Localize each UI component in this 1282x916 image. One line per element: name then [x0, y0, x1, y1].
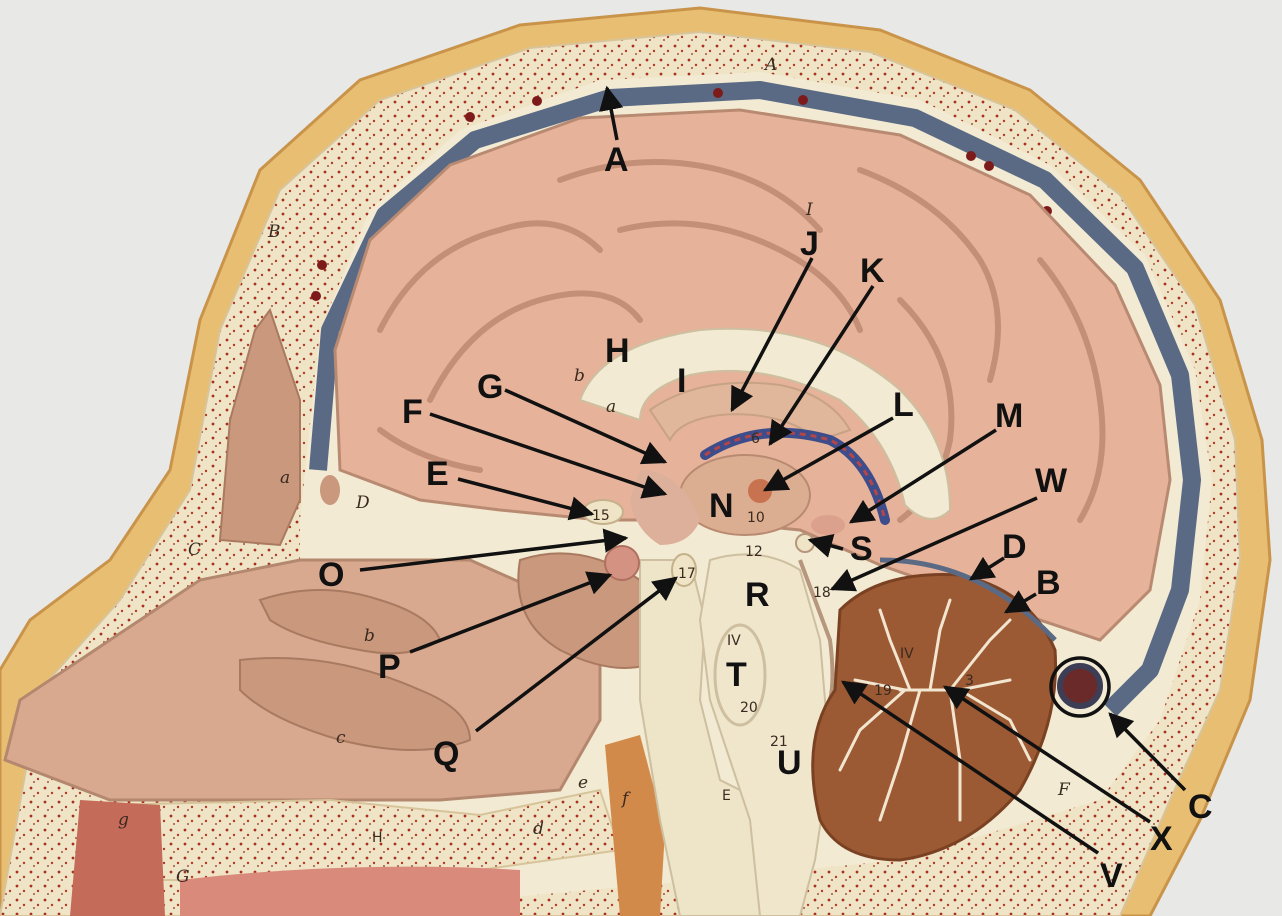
cerebral-aqueduct	[798, 559, 835, 701]
mammillary-body	[671, 553, 697, 587]
mark-twenty: 20	[740, 700, 758, 716]
mark-twelve: 12	[745, 544, 763, 560]
superior-colliculus	[811, 515, 845, 535]
mark-g-lip: g	[118, 810, 129, 830]
label-a: A	[604, 141, 629, 179]
label-m: M	[995, 397, 1023, 435]
arrow-w	[829, 496, 1038, 592]
mark-a-top: A	[763, 55, 777, 75]
mark-b-skull: B	[267, 222, 281, 242]
label-v: V	[1100, 857, 1123, 895]
lip	[70, 800, 165, 916]
pons	[713, 623, 767, 727]
label-w: W	[1035, 462, 1068, 500]
label-o: O	[318, 556, 344, 594]
label-t: T	[726, 656, 747, 694]
label-c: C	[1188, 788, 1213, 826]
arrow-x	[942, 685, 1151, 824]
tongue	[180, 866, 520, 916]
mark-seventeen: 17	[678, 566, 696, 582]
arrow-c	[1108, 712, 1187, 792]
frontal-sinus	[218, 307, 301, 547]
label-e: E	[426, 455, 449, 493]
pharynx-muscle	[605, 735, 665, 916]
label-j: J	[800, 225, 819, 263]
mark-b-nose: b	[364, 626, 375, 646]
mark-h-palate: H	[372, 830, 383, 846]
arrow-d	[968, 556, 1005, 581]
label-s: S	[850, 530, 873, 568]
mark-eighteen: 18	[813, 585, 831, 601]
label-g: G	[477, 368, 503, 406]
arrow-j	[730, 257, 814, 413]
arrow-e	[457, 477, 595, 521]
arrow-g	[504, 388, 668, 465]
mark-a-sinus: a	[280, 468, 290, 488]
label-b: B	[1036, 564, 1061, 602]
label-r: R	[745, 576, 770, 614]
label-l: L	[893, 386, 914, 424]
mark-six: 6	[751, 431, 760, 447]
label-x: X	[1150, 820, 1173, 858]
mark-c-nose: c	[336, 728, 346, 748]
mark-g-palate: G	[176, 867, 190, 887]
mark-roman-iv2: IV	[727, 633, 741, 649]
label-d: D	[1002, 528, 1027, 566]
corpus-callosum	[578, 327, 952, 520]
arrow-m	[848, 428, 997, 524]
mark-c-face: C	[188, 540, 201, 560]
label-u: U	[777, 744, 802, 782]
confluence-highlight-circle	[1049, 656, 1111, 718]
arrow-l	[762, 416, 894, 492]
label-p: P	[378, 648, 401, 686]
mark-twentyone: 21	[770, 734, 788, 750]
label-f: F	[402, 393, 423, 431]
mark-three: 3	[965, 673, 974, 689]
mark-d-sinus: D	[355, 493, 370, 513]
arrow-b	[1003, 590, 1037, 614]
arrow-s	[807, 533, 844, 558]
confluence-of-sinuses	[1057, 663, 1103, 709]
thalamus	[679, 454, 811, 536]
mark-fifteen: 15	[592, 508, 610, 524]
mark-f-occ: F	[1057, 780, 1071, 800]
arrow-q	[474, 576, 678, 733]
pituitary-gland	[604, 545, 640, 581]
mark-d-face: d	[533, 819, 544, 839]
pineal-gland	[795, 533, 815, 553]
mark-nineteen: 19	[874, 683, 892, 699]
nasal-conchae	[239, 552, 668, 751]
mark-roman-iv: IV	[900, 646, 914, 662]
sagittal-sinus-band	[309, 81, 1201, 717]
label-k: K	[860, 252, 885, 290]
arrow-o	[359, 528, 629, 572]
mark-ten: 10	[747, 510, 765, 526]
label-q: Q	[433, 735, 459, 773]
arrow-a	[599, 85, 624, 141]
mark-f-nose: f	[620, 789, 631, 809]
mark-e-nose: e	[578, 773, 588, 793]
arrow-v	[840, 680, 1099, 855]
arrow-f	[429, 412, 668, 499]
cerebrum	[333, 108, 1172, 642]
mark-a-hippo: a	[606, 397, 616, 417]
label-n: N	[709, 487, 734, 525]
mark-b-hippo: b	[574, 366, 585, 386]
pointer-arrows	[359, 85, 1187, 855]
label-h: H	[605, 332, 630, 370]
mark-e-spine: E	[722, 788, 731, 804]
interthalamic-adhesion	[748, 479, 772, 503]
arrow-k	[768, 285, 875, 447]
sinus-small	[320, 475, 340, 505]
mark-roman-i: I	[805, 200, 813, 220]
arrow-p	[409, 571, 613, 654]
label-i: I	[677, 362, 686, 400]
